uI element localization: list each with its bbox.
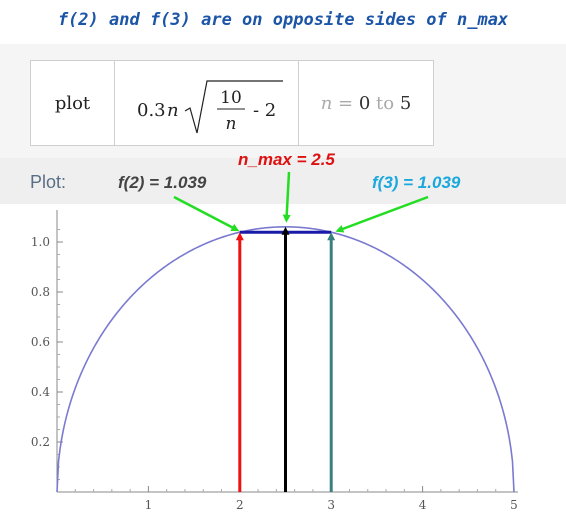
annotation-f2: f(2) = 1.039: [118, 173, 207, 192]
annotation-f3: f(3) = 1.039: [372, 173, 461, 192]
y-tick-label: 0.6: [31, 335, 50, 349]
y-tick-label: 0.8: [31, 285, 50, 299]
formula-minus: - 2: [253, 100, 276, 121]
query-range-cell: n = 0 to 5: [299, 61, 433, 145]
x-tick-label: 4: [419, 498, 427, 512]
x-tick-label: 5: [510, 498, 518, 512]
plot-label: Plot:: [30, 172, 67, 192]
sqrt-symbol: [184, 80, 283, 134]
query-area: plot 0.3 n 10 n - 2 n = 0 to 5: [0, 44, 566, 158]
formula-svg: 0.3 n 10 n - 2: [137, 80, 283, 134]
plot-header: Plot:: [0, 158, 566, 204]
range-eq: =: [338, 92, 354, 114]
y-tick-label: 1.0: [31, 235, 50, 249]
formula-numerator: 10: [220, 88, 242, 108]
query-table: plot 0.3 n 10 n - 2 n = 0 to 5: [30, 60, 434, 146]
y-tick-label: 0.4: [31, 385, 50, 399]
range-var: n: [320, 92, 333, 114]
x-tick-label: 3: [327, 498, 335, 512]
formula-coef: 0.3: [137, 100, 166, 121]
query-formula-cell: 0.3 n 10 n - 2: [115, 61, 299, 145]
x-tick-label: 1: [145, 498, 153, 512]
formula-denominator: n: [226, 114, 237, 134]
query-plot-cell: plot: [31, 61, 115, 145]
page-title: f(2) and f(3) are on opposite sides of n…: [57, 10, 509, 30]
annotation-nmax: n_max = 2.5: [238, 150, 335, 169]
range-start: 0: [358, 92, 371, 114]
x-tick-label: 2: [236, 498, 244, 512]
y-tick-label: 0.2: [31, 435, 50, 449]
nmax-pointer: [282, 171, 291, 223]
range-end: 5: [399, 92, 412, 114]
range-to: to: [376, 92, 395, 114]
f2-pointer: [173, 195, 240, 232]
f3-pointer: [335, 195, 429, 233]
formula-var: n: [167, 100, 179, 121]
